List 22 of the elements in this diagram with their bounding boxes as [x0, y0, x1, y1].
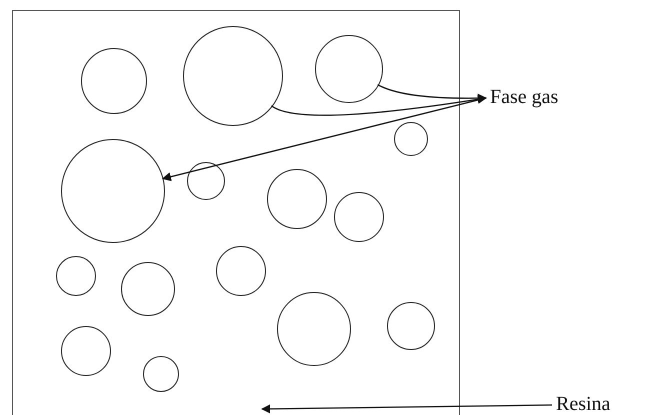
gas-bubble: [121, 262, 175, 316]
gas-bubble: [143, 356, 179, 392]
gas-bubble: [277, 292, 351, 366]
gas-bubble: [81, 48, 147, 114]
label-text: Resina: [556, 392, 610, 415]
gas-bubble: [183, 26, 283, 126]
gas-bubble: [61, 326, 111, 376]
leader-arrow: [261, 404, 552, 414]
resin-box: [12, 10, 460, 415]
label-text: Fase gas: [490, 85, 558, 109]
gas-bubble: [61, 139, 165, 243]
leader-arrow: [271, 94, 487, 116]
gas-bubble: [267, 169, 327, 229]
leader-arrow: [162, 97, 486, 182]
gas-bubble: [334, 192, 384, 242]
gas-bubble: [216, 246, 266, 296]
gas-bubble: [187, 162, 225, 200]
leader-arrow: [377, 84, 487, 103]
gas-bubble: [56, 256, 96, 296]
gas-bubble: [315, 35, 383, 103]
gas-bubble: [387, 302, 435, 350]
gas-bubble: [394, 122, 428, 156]
